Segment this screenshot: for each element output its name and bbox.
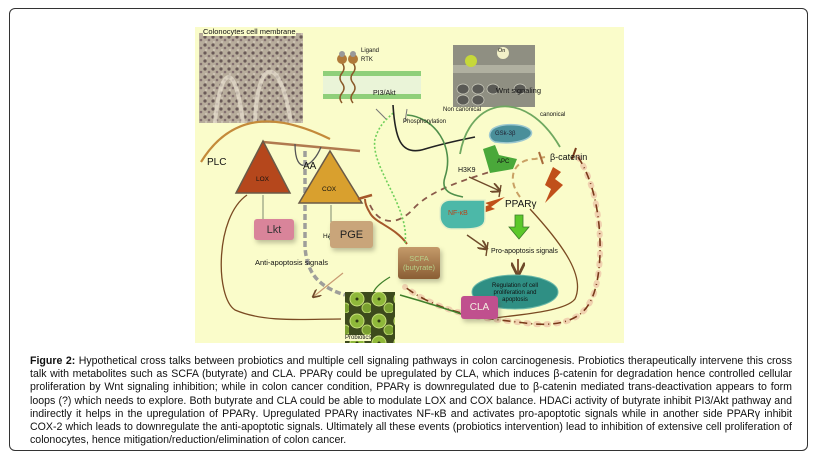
- scfa-text: SCFA: [409, 254, 429, 263]
- label-h3k9: H3K9: [458, 167, 476, 174]
- label-cox: COX: [322, 186, 337, 193]
- label-wnt-signaling: Wnt signaling: [496, 86, 542, 95]
- diagram-canvas: [199, 33, 604, 343]
- label-wnt-on: On: [498, 48, 506, 54]
- label-canonical: canonical: [540, 112, 566, 118]
- cla-node: CLA: [461, 296, 498, 319]
- plc-arc: [200, 120, 331, 163]
- gsk3b-blob: [488, 123, 533, 144]
- label-rtk: RTK: [361, 57, 373, 63]
- pge-text: PGE: [339, 228, 364, 241]
- gray-dashed-path: [303, 151, 346, 297]
- caption-text: Hypothetical cross talks between probiot…: [30, 355, 793, 447]
- label-nfkb: NF-κB: [448, 210, 468, 217]
- beta-catenin-loop: [511, 156, 546, 198]
- label-membrane: Colonocytes cell membrane: [203, 27, 296, 36]
- label-pi3akt: PI3/Akt: [373, 90, 396, 97]
- label-aa: AA: [303, 161, 317, 172]
- lox-feedback-line: [220, 194, 342, 321]
- apc-blob: [483, 145, 517, 173]
- caption-label: Figure 2:: [30, 355, 76, 367]
- lkt-text: Lkt: [266, 223, 282, 236]
- non-canonical-line: [406, 114, 464, 198]
- figure-caption: Figure 2: Hypothetical cross talks betwe…: [30, 355, 792, 447]
- pge-node: PGE: [330, 221, 373, 248]
- nfkb-shape: [439, 199, 486, 230]
- wnt-signaling-image: [453, 45, 535, 107]
- label-plc: PLC: [207, 157, 227, 168]
- label-pro-apoptosis: Pro-apoptosis signals: [491, 248, 558, 255]
- lkt-node-visible: Lkt: [254, 219, 294, 240]
- cox-triangle: [297, 149, 364, 204]
- cla-text: CLA: [469, 302, 490, 313]
- label-gsk3b: GSk-3β: [495, 131, 516, 137]
- pi3akt-dotted-line: [373, 112, 407, 244]
- canonical-line: [459, 105, 561, 155]
- scfa-node: SCFA(butyrate): [398, 247, 440, 279]
- label-lox: LOX: [256, 176, 270, 183]
- hadci-inhibition-line: [364, 198, 408, 245]
- label-regulation: Regulation of cell proliferation and apo…: [491, 283, 539, 303]
- beta-catenin-lightning: [545, 167, 563, 203]
- label-phosphorylation: Phosphorylation: [403, 119, 447, 125]
- label-ligand: Ligand: [361, 48, 380, 54]
- pparg-down-arrow: [508, 214, 530, 240]
- label-anti-apoptosis: Anti-apoptosis signals: [255, 258, 328, 267]
- label-apc: APC: [497, 159, 510, 165]
- diagram-panel: Colonocytes cell membrane Ligand RTK On …: [195, 27, 624, 343]
- label-non-canonical: Non canonical: [443, 107, 482, 113]
- membrane-rtk-image: [323, 51, 421, 104]
- label-pparg: PPARγ: [505, 199, 537, 210]
- lox-triangle: [234, 139, 292, 194]
- probiotics-image: [345, 292, 395, 343]
- label-beta-catenin: β-catenin: [550, 152, 588, 162]
- pparg-cla-line: [494, 208, 579, 319]
- label-probiotics: Probiotics: [345, 335, 372, 341]
- butyrate-text: (butyrate): [402, 263, 436, 272]
